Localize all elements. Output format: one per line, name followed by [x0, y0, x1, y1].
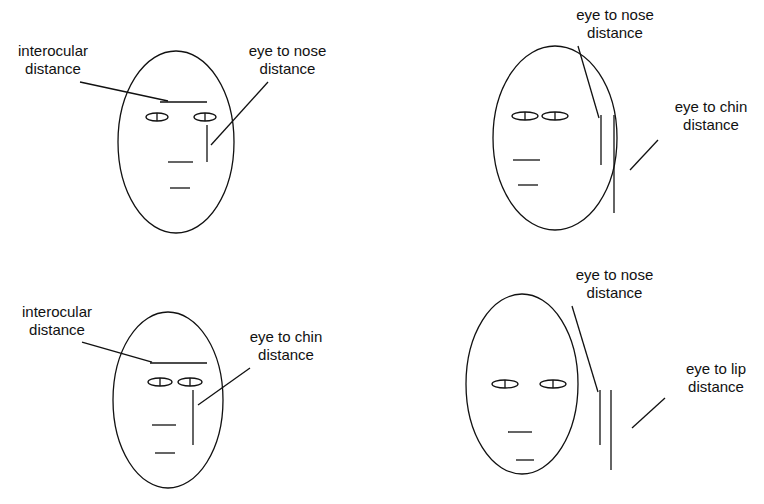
measurement-label: eye to nose distance	[560, 6, 670, 42]
measurement-label: eye to nose distance	[562, 266, 667, 302]
measurement-label: interocular distance	[12, 303, 102, 339]
measurement-label: interocular distance	[8, 42, 98, 78]
measurement-label: eye to chin distance	[240, 328, 332, 364]
measurement-label: eye to lip distance	[672, 360, 760, 396]
measurement-label: eye to nose distance	[240, 42, 335, 78]
measurement-label: eye to chin distance	[665, 98, 757, 134]
